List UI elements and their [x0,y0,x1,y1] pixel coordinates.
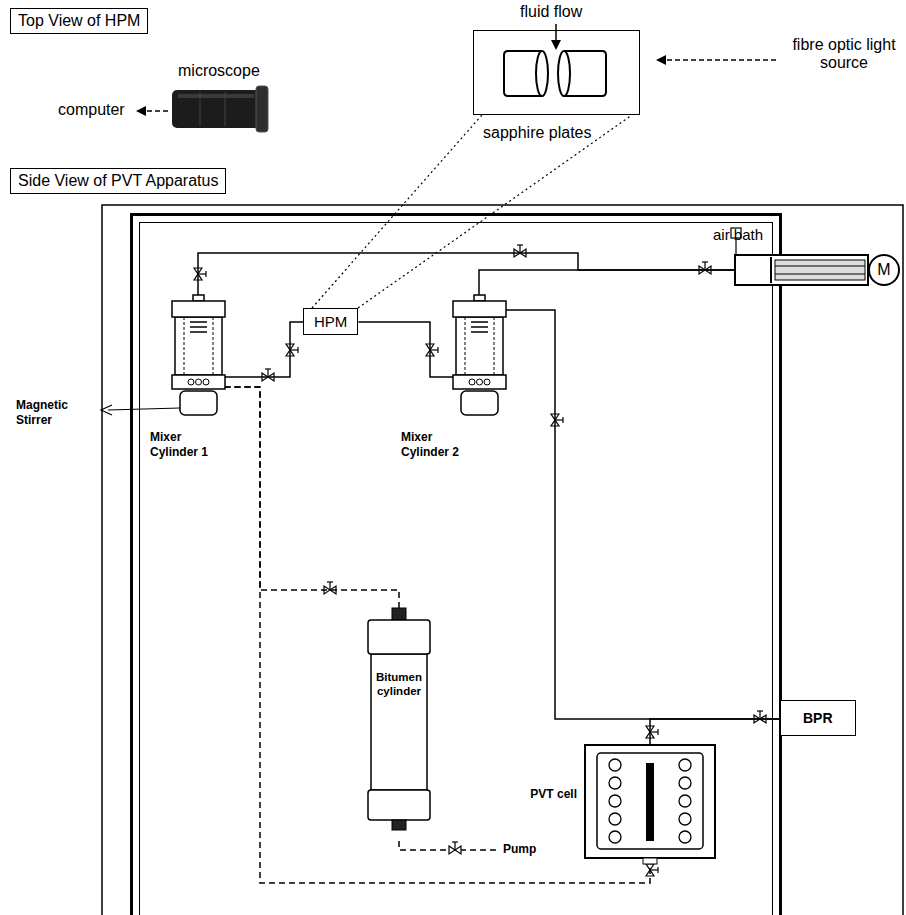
valve-symbol [262,369,274,381]
node-label: HPM [314,313,347,330]
node-label: BPR [803,710,833,726]
mixer-cylinder: Mixer Cylinder 1 [172,295,225,420]
node-label: PVT cell [530,787,577,801]
pump-motor-outline [735,255,900,285]
mixer-cylinder-outline [172,295,225,420]
pipe-line [198,253,735,295]
node-label: Mixer Cylinder 2 [401,430,473,460]
valve-symbol [699,262,711,274]
dashed-line [225,387,399,608]
mixer-cylinder: Mixer Cylinder 2 [453,295,506,420]
microscope-figure [172,86,268,132]
valve-symbol [551,414,563,426]
outer-frame [102,205,903,915]
dashed-line [358,115,632,308]
bitumen-cylinder-outline [368,608,430,830]
node-label: Bitumen cylinder [372,670,426,699]
stirrer-leader [101,405,180,415]
pipe-line [506,310,780,719]
hpm-box: HPM [303,308,358,335]
sapphire-window: sapphire plates [473,30,640,115]
valve-symbol [426,344,438,356]
valve-symbol [514,245,526,257]
pipe-line [650,719,780,745]
valve-symbol [286,344,298,356]
mixer-cylinder-outline [453,295,506,420]
valve-symbol [194,268,206,280]
part-label: fibre optic light source [788,36,900,72]
air-bath: air bathMixer Cylinder 1 HPM Mixer Cylinde… [130,213,782,915]
pvt-cell-outline [585,745,715,858]
fluid-flow-arrow [551,24,561,50]
dashed-line [312,115,482,308]
flow-label: fluid flow [520,3,582,21]
part-label: Pump [503,842,536,857]
part-label: Magnetic Stirrer [16,398,98,428]
pvt-cell: PVT cell [585,745,715,858]
light-arrow [656,55,776,65]
part-label: microscope [178,62,260,80]
node-label: air bath [713,226,763,243]
valve-symbol [324,582,336,594]
view-title-box: Top View of HPM [10,8,148,34]
node-label: M [869,255,899,285]
pipe-line [479,270,735,295]
bitumen-cylinder: Bitumen cylinder [368,608,430,830]
part-label: computer [58,101,125,119]
view-title-box: Side View of PVT Apparatus [10,168,226,194]
pump-motor: M [735,255,900,285]
valve-symbol [754,711,766,723]
node-label: Top View of HPM [18,12,140,30]
sapphire-window-outline [474,31,639,114]
valve-symbols [194,245,766,876]
pipe-line [225,322,303,377]
bpr-box: BPR [780,700,856,736]
node-label: Mixer Cylinder 1 [150,430,222,460]
node-label: Side View of PVT Apparatus [18,172,218,190]
pipe-line [358,322,453,377]
valve-symbol [449,842,461,854]
node-label: sapphire plates [480,124,595,142]
computer-arrow [136,106,168,116]
valve-symbol [646,726,658,738]
valve-symbol [646,864,658,876]
